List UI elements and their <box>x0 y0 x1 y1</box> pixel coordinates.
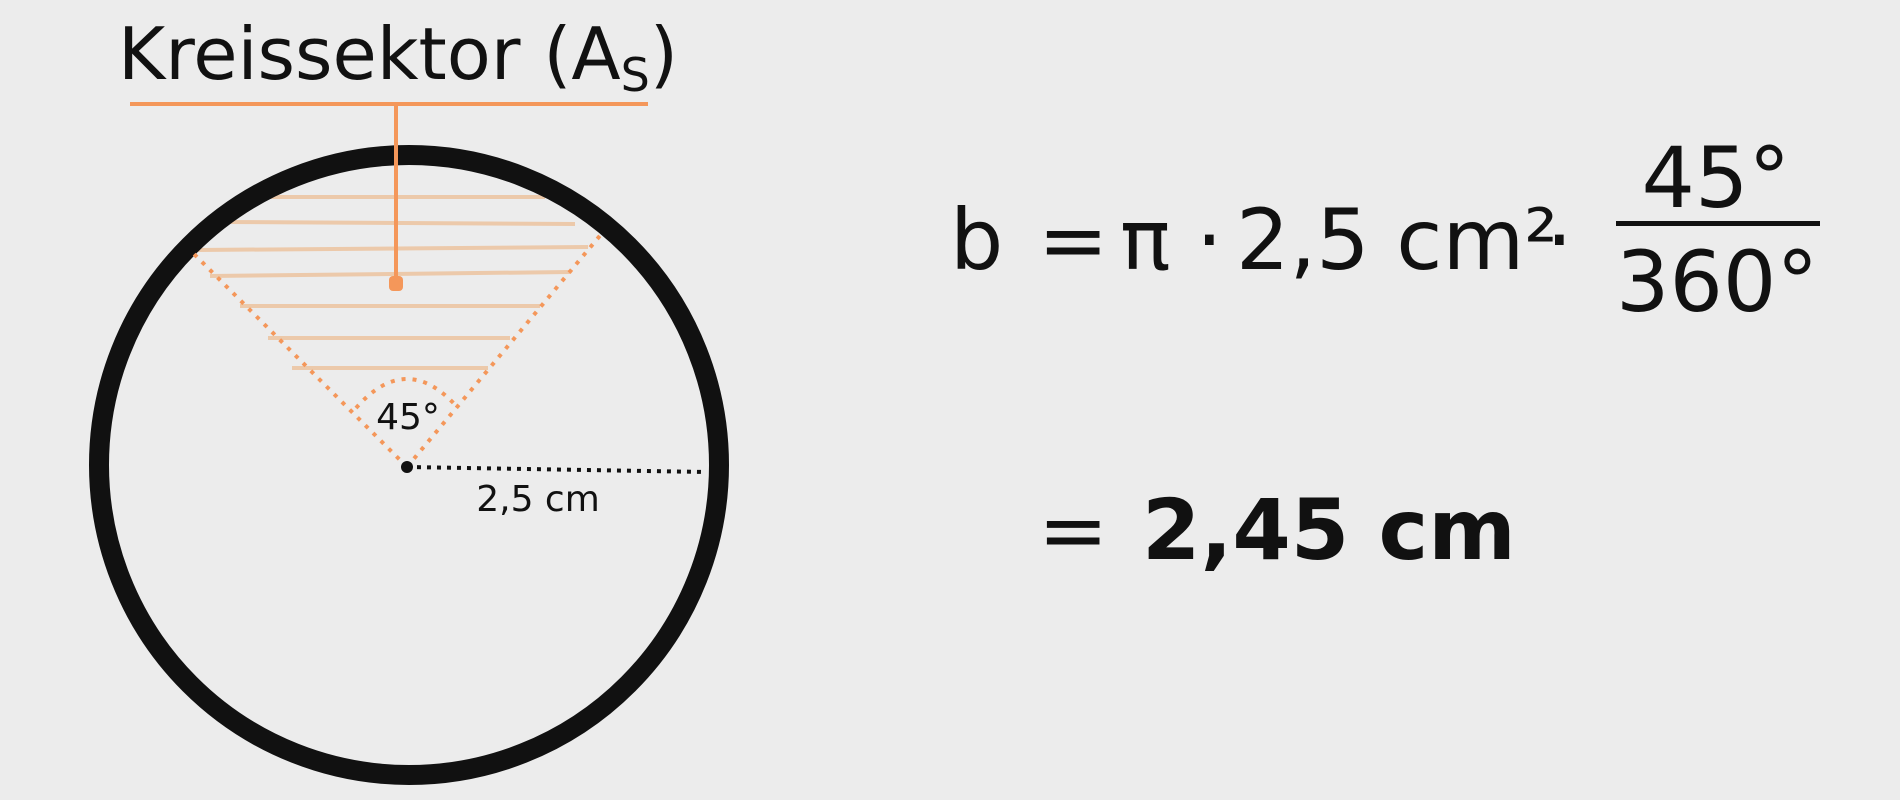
formula-equals-2: = <box>1038 481 1109 579</box>
fraction-bar <box>1616 221 1820 226</box>
formula-dot-1: · <box>1196 191 1223 289</box>
formula-pi: π <box>1120 191 1171 289</box>
fraction-denominator: 360° <box>1616 233 1819 331</box>
radius-line <box>406 465 707 474</box>
formula-equals-1: = <box>1038 191 1109 289</box>
sector-edges <box>188 230 605 469</box>
sector-hatching <box>197 195 589 370</box>
title-subscript: S <box>620 48 650 102</box>
circle-outline <box>89 145 729 785</box>
formula-lhs: b <box>950 191 1004 289</box>
center-point <box>401 461 413 473</box>
title-label: Kreissektor (AS) <box>118 18 678 98</box>
fraction-numerator: 45° <box>1641 129 1791 227</box>
title-main: Kreissektor (A <box>118 12 621 96</box>
formula-result: 2,45 cm <box>1142 481 1516 579</box>
callout-dot <box>389 276 403 291</box>
formula-dot-2: · <box>1546 191 1573 289</box>
angle-label: 45° <box>376 397 440 438</box>
title-close: ) <box>649 12 678 96</box>
radius-label: 2,5 cm <box>476 479 600 520</box>
formula-term: 2,5 cm² <box>1236 191 1558 289</box>
